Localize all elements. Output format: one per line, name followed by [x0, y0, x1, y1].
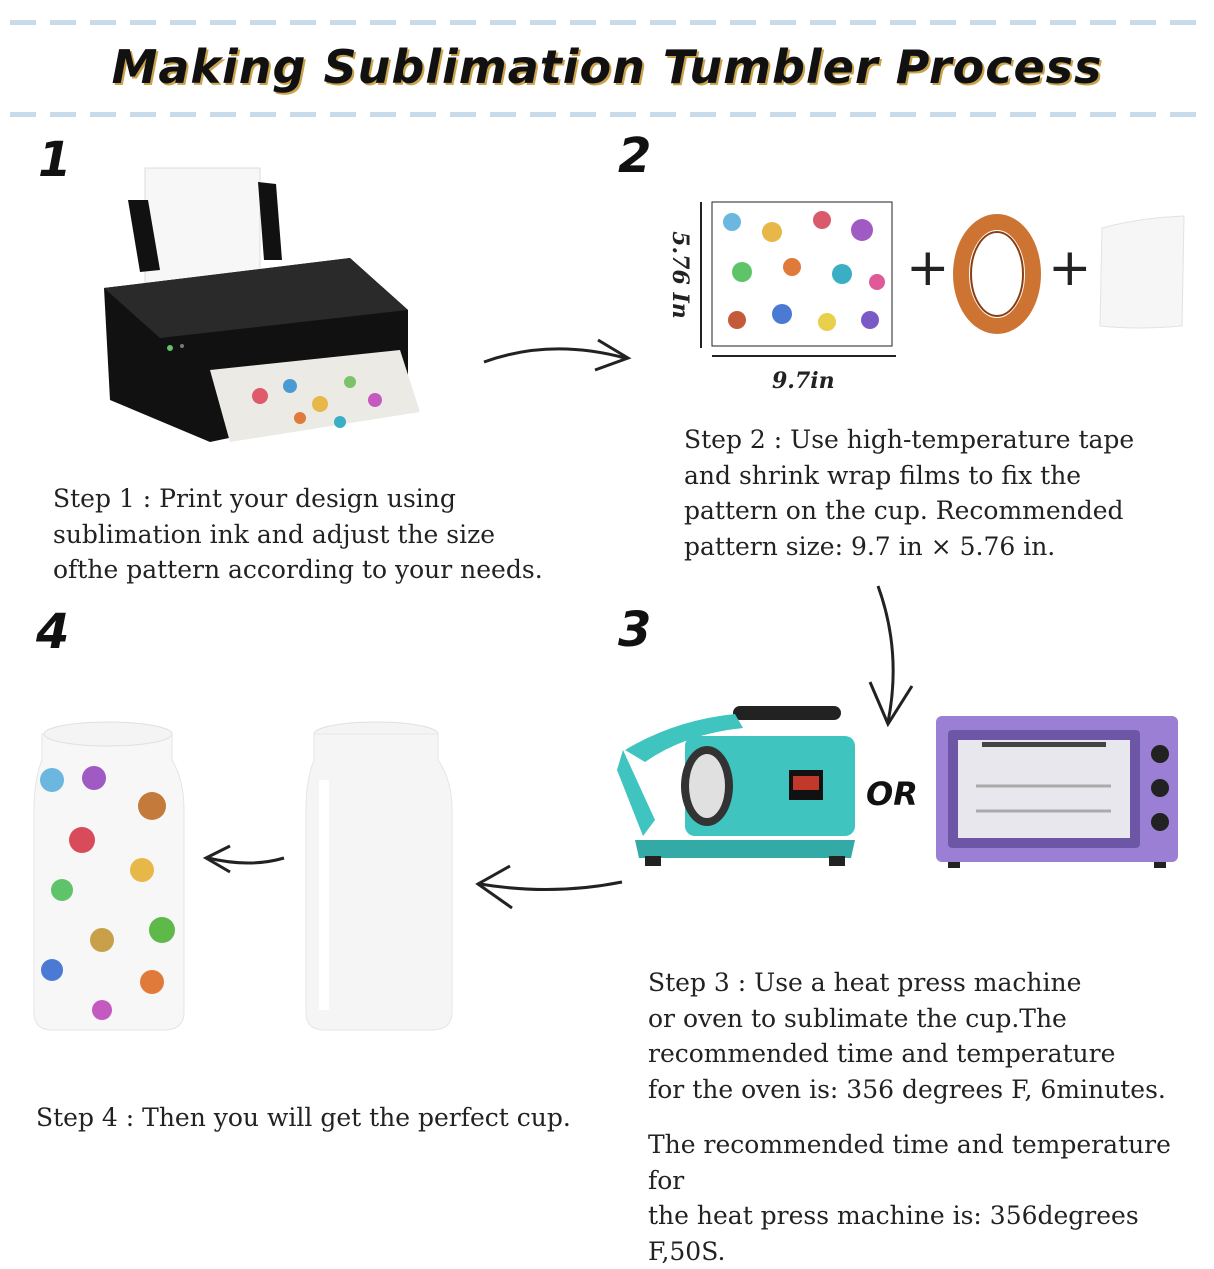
plus-sign-1: + — [906, 238, 950, 298]
step-4-text: Step 4 : Then you will get the perfect c… — [36, 1103, 571, 1132]
pattern-height-label: 5.76 In — [667, 231, 693, 319]
arrow-step3-to-blank-cup — [475, 864, 623, 910]
printer-illustration — [104, 167, 420, 442]
finished-cup — [33, 721, 185, 1031]
blank-cup — [305, 721, 453, 1031]
step-4-number: 4 — [36, 604, 70, 660]
top-dashed-divider — [10, 20, 1204, 25]
shrink-wrap-film — [1099, 215, 1185, 329]
heat-tape-roll — [953, 214, 1041, 334]
step-2-number: 2 — [618, 128, 652, 184]
plus-sign-2: + — [1048, 238, 1092, 298]
pattern-width-label: 9.7in — [772, 368, 835, 394]
bottom-dashed-divider — [10, 112, 1204, 117]
arrow-blank-to-finished-cup — [202, 844, 285, 874]
arrow-step2-to-step3 — [868, 585, 914, 728]
printed-pattern-preview — [252, 376, 382, 428]
pattern-height-line — [700, 202, 702, 348]
step-3-text: Step 3 : Use a heat press machine or ove… — [648, 968, 1166, 1104]
step-3-number: 3 — [618, 602, 652, 658]
oven-illustration — [936, 716, 1178, 868]
heat-press-machine — [617, 706, 855, 866]
page-title: Making Sublimation Tumbler Process — [111, 40, 1103, 94]
step-3-heat-press-note: The recommended time and temperature for… — [648, 1130, 1171, 1266]
cup-music-pattern — [40, 766, 175, 1020]
or-label: OR — [866, 775, 918, 813]
arrow-step1-to-step2 — [483, 338, 632, 372]
pattern-sheet — [711, 201, 893, 347]
step-2-text: Step 2 : Use high-temperature tape and s… — [684, 425, 1135, 561]
pattern-width-line — [712, 355, 896, 357]
step-1-text: Step 1 : Print your design using sublima… — [53, 484, 543, 584]
step-1-number: 1 — [38, 132, 72, 188]
